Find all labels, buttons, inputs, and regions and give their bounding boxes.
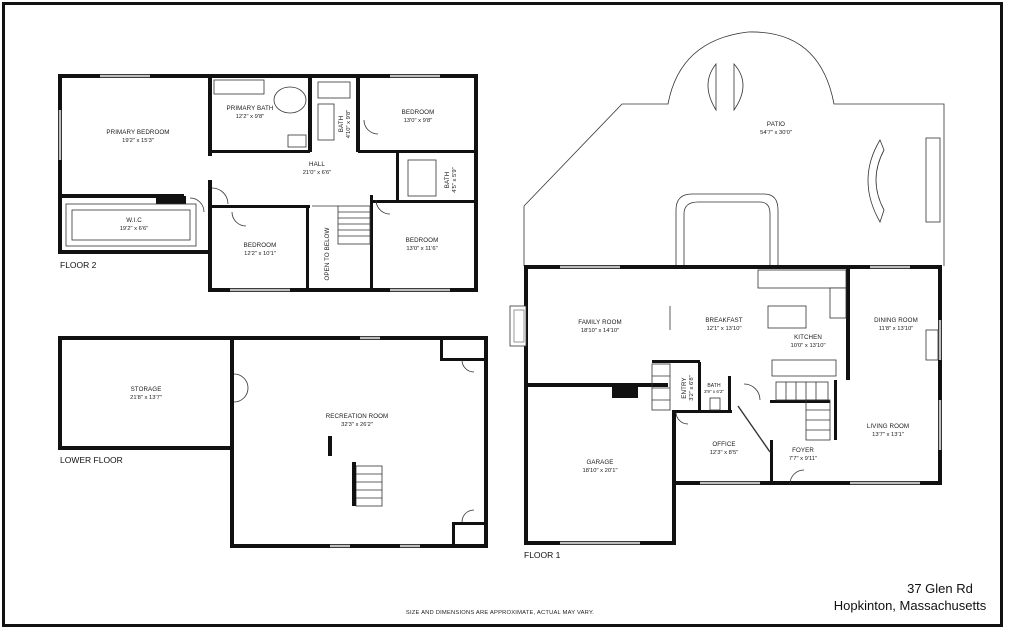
hall-dims: 21'0" x 6'6": [303, 170, 332, 176]
office-label: OFFICE: [712, 441, 735, 448]
primary-bath-label: PRIMARY BATH: [227, 105, 274, 112]
living-room-label: LIVING ROOM: [867, 423, 909, 430]
wic-dims: 19'2" x 6'6": [120, 226, 149, 232]
bedroom-mid-label: BEDROOM: [244, 242, 277, 249]
dining-room-dims: 11'8" x 13'10": [879, 326, 914, 332]
floor-1-plan: FAMILY ROOM 18'10" x 14'10" BREAKFAST 12…: [509, 31, 945, 560]
bedroom-se-dims: 13'0" x 11'6": [406, 246, 437, 252]
recreation-room-dims: 32'3" x 26'2": [341, 422, 373, 428]
storage-label: STORAGE: [131, 386, 162, 393]
garage-label: GARAGE: [586, 459, 613, 466]
floor-1-title: FLOOR 1: [524, 550, 561, 560]
breakfast-dims: 12'1" x 13'10": [706, 326, 741, 332]
bedroom-ne-dims: 13'0" x 9'8": [404, 118, 433, 124]
patio-dims: 54'7" x 30'0": [760, 130, 792, 136]
entry-label: ENTRY: [681, 377, 688, 398]
bath-3-label: BATH: [444, 172, 451, 188]
patio-label: PATIO: [767, 121, 785, 128]
office-dims: 12'3" x 8'5": [710, 450, 739, 456]
bath-4-dims: 3'9" x 6'2": [704, 389, 724, 394]
bedroom-mid-dims: 12'2" x 10'1": [244, 251, 276, 257]
floor-2-title: FLOOR 2: [60, 260, 97, 270]
floor-2-plan: PRIMARY BEDROOM 19'2" x 15'3" PRIMARY BA…: [58, 74, 478, 292]
living-room-dims: 13'7" x 13'1": [872, 432, 904, 438]
kitchen-label: KITCHEN: [794, 334, 822, 341]
family-room-label: FAMILY ROOM: [578, 319, 622, 326]
wic-label: W.I.C: [126, 217, 142, 224]
foyer-label: FOYER: [792, 447, 814, 454]
recreation-room-label: RECREATION ROOM: [326, 413, 389, 420]
bath-2-label: BATH: [338, 116, 345, 132]
entry-dims: 3'2" x 6'8": [689, 375, 695, 400]
lower-floor-title: LOWER FLOOR: [60, 455, 123, 465]
disclaimer-text: SIZE AND DIMENSIONS ARE APPROXIMATE, ACT…: [406, 610, 594, 616]
address-line-1: 37 Glen Rd: [907, 581, 973, 596]
open-to-below-label: OPEN TO BELOW: [324, 227, 331, 280]
bath-2-dims: 4'10" x 9'8": [346, 110, 352, 139]
kitchen-dims: 10'0" x 13'10": [790, 343, 825, 349]
bedroom-se-label: BEDROOM: [406, 237, 439, 244]
bath-3-dims: 4'5" x 5'9": [452, 167, 458, 192]
breakfast-label: BREAKFAST: [705, 317, 742, 324]
lower-floor-plan: STORAGE 21'8" x 13'7" RECREATION ROOM 32…: [58, 336, 488, 548]
foyer-dims: 7'7" x 9'11": [789, 456, 817, 462]
family-room-dims: 18'10" x 14'10": [581, 328, 619, 334]
primary-bedroom-label: PRIMARY BEDROOM: [106, 129, 169, 136]
garage-dims: 18'10" x 20'1": [582, 468, 617, 474]
page-frame: [2, 2, 1003, 627]
address-line-2: Hopkinton, Massachusetts: [834, 598, 987, 613]
primary-bedroom-dims: 19'2" x 15'3": [122, 138, 154, 144]
storage-dims: 21'8" x 13'7": [130, 395, 162, 401]
hall-label: HALL: [309, 161, 325, 168]
dining-room-label: DINING ROOM: [874, 317, 918, 324]
bath-4-label: BATH: [707, 383, 721, 389]
primary-bath-dims: 12'2" x 9'8": [236, 114, 265, 120]
bedroom-ne-label: BEDROOM: [402, 109, 435, 116]
